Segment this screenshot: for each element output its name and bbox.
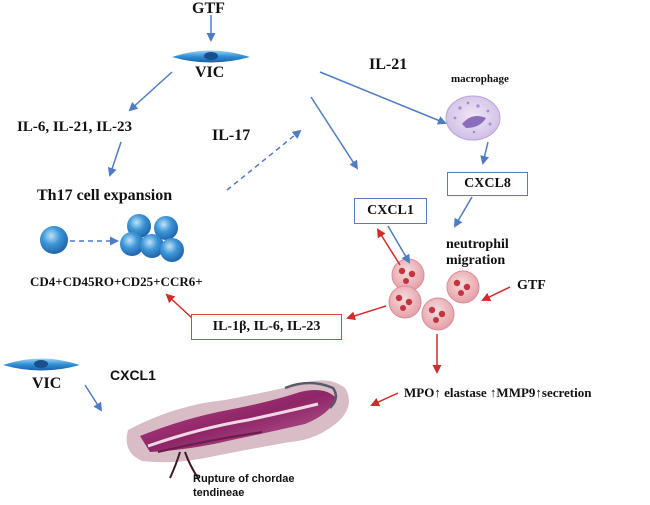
vic-top-cell-icon bbox=[172, 50, 250, 63]
cxcl1-box: CXCL1 bbox=[354, 198, 427, 224]
arrow-th17-to-il17 bbox=[226, 129, 302, 191]
gtf-right-label: GTF bbox=[517, 278, 546, 293]
il-cytokines-label: IL-6, IL-21, IL-23 bbox=[17, 119, 133, 135]
vic-bottom-label: VIC bbox=[32, 375, 62, 392]
gtf-top-label: GTF bbox=[192, 0, 225, 17]
arrow-macrophage-to-cxcl8 bbox=[480, 141, 489, 165]
arrow-neutrophil-to-cxcl1 bbox=[376, 228, 401, 266]
arrow-cxcl8-to-neutrophil bbox=[453, 196, 473, 228]
th17-expansion-label: Th17 cell expansion bbox=[37, 187, 173, 204]
th17-cell-cluster-icon bbox=[120, 214, 184, 262]
naive-t-cell-icon bbox=[40, 226, 68, 254]
arrow-gtf-to-neutrophil bbox=[481, 286, 511, 302]
chordae-tendineae-tissue-icon bbox=[126, 380, 349, 479]
arrow-vic-to-cytokines bbox=[128, 71, 173, 112]
arrow-cxcl1-to-neutrophil bbox=[387, 225, 411, 264]
vic-top-label: VIC bbox=[195, 64, 225, 81]
cxcl1-bottom-label: CXCL1 bbox=[110, 367, 156, 383]
il-cytokine-box: IL-1β, IL-6, IL-23 bbox=[191, 314, 342, 340]
mpo-secretion-label: MPO↑ elastase ↑MMP9↑secretion bbox=[404, 385, 592, 400]
neutrophil-migration-label: neutrophil migration bbox=[446, 237, 509, 268]
arrow-vic-to-tissue bbox=[84, 384, 103, 412]
arrow-il-box-to-cd4 bbox=[165, 293, 193, 319]
arrow-cytokines-to-th17 bbox=[107, 141, 122, 177]
cd4-phenotype-label: CD4+CD45RO+CD25+CCR6+ bbox=[30, 274, 203, 289]
rupture-label: Rupture of chordae tendineae bbox=[193, 473, 295, 499]
arrow-vic-to-cxcl1 bbox=[310, 96, 359, 170]
neutrophil-cluster-icon bbox=[388, 258, 480, 331]
arrow-mpo-to-tissue bbox=[370, 392, 399, 407]
arrow-neutrophil-to-il-box bbox=[346, 305, 387, 321]
cxcl8-box: CXCL8 bbox=[447, 172, 528, 196]
vic-bottom-cell-icon bbox=[3, 358, 80, 371]
arrow-vic-to-macrophage bbox=[319, 71, 447, 125]
macrophage-icon bbox=[445, 95, 501, 141]
macrophage-label: macrophage bbox=[451, 73, 509, 85]
il17-label: IL-17 bbox=[212, 127, 251, 144]
il21-label: IL-21 bbox=[369, 56, 408, 73]
